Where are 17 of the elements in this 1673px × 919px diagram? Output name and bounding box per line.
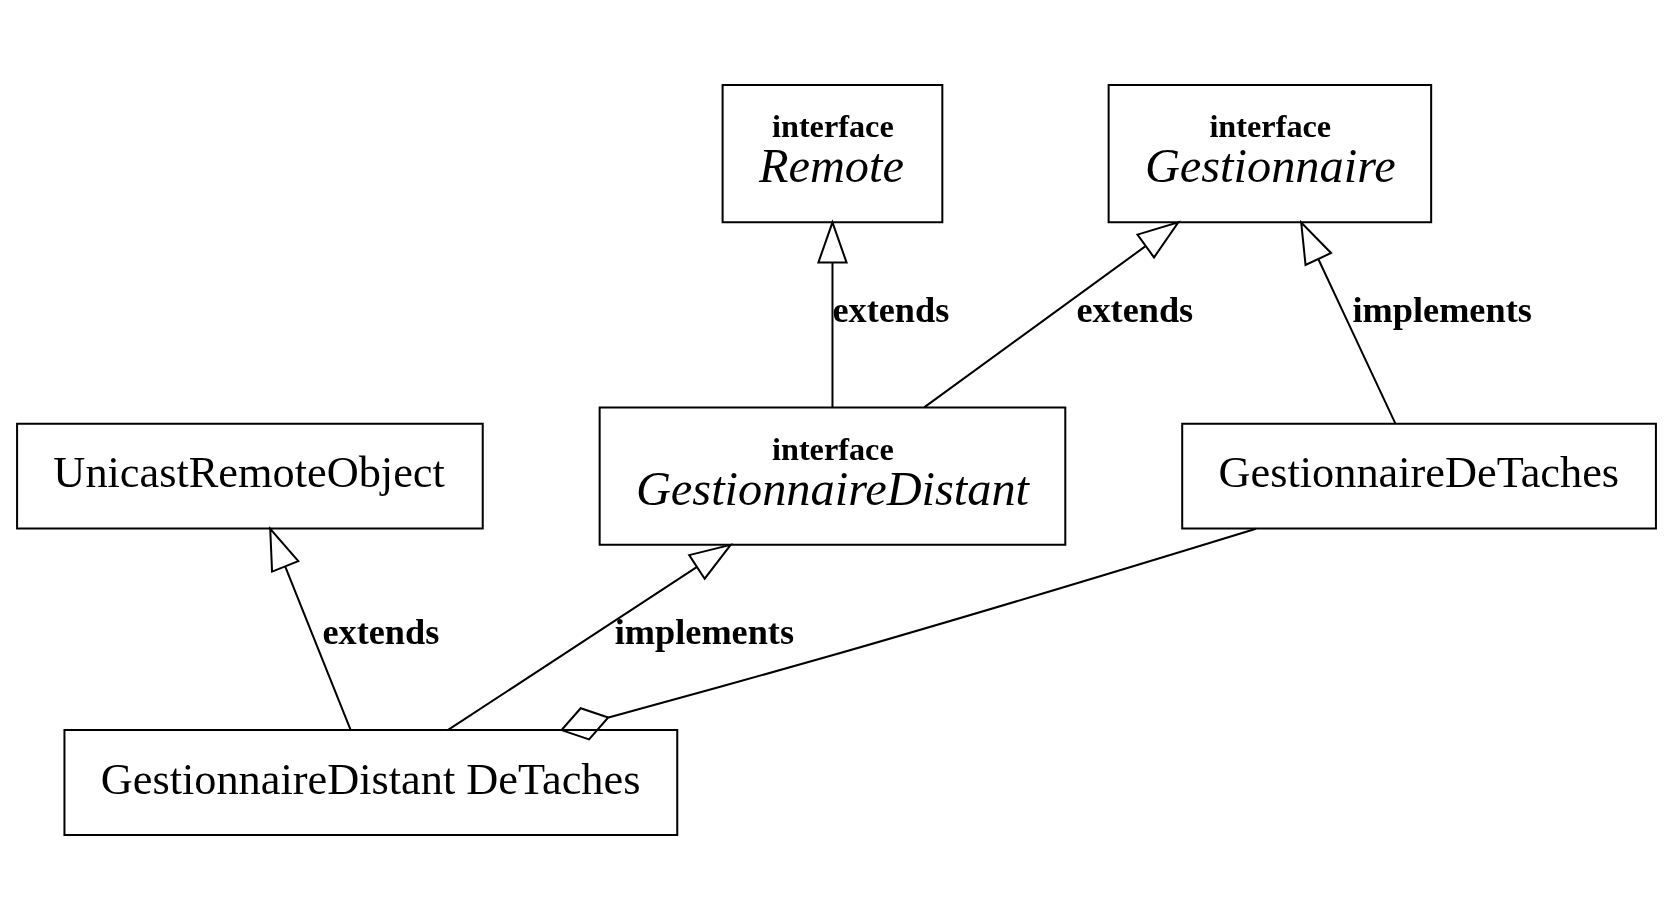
node-box: interface Gestionnaire bbox=[1107, 83, 1433, 223]
edge-label: extends bbox=[832, 289, 950, 330]
edge-label: extends bbox=[322, 611, 440, 652]
arrow bbox=[1299, 219, 1397, 424]
node-box: GestionnaireDistant DeTaches bbox=[63, 728, 679, 836]
connector bbox=[559, 527, 1257, 741]
node-box: interface Remote bbox=[721, 83, 944, 223]
edge-label: implements bbox=[614, 611, 795, 652]
arrow bbox=[269, 525, 352, 730]
node-box: UnicastRemoteObject bbox=[16, 422, 484, 530]
arrow bbox=[447, 542, 734, 731]
arrow bbox=[816, 218, 848, 407]
node-box: interface GestionnaireDistant bbox=[598, 406, 1067, 546]
edge-label: implements bbox=[1352, 289, 1532, 330]
arrow bbox=[923, 220, 1181, 408]
edge-label: extends bbox=[1076, 289, 1194, 330]
node-box: GestionnaireDeTaches bbox=[1181, 422, 1657, 530]
